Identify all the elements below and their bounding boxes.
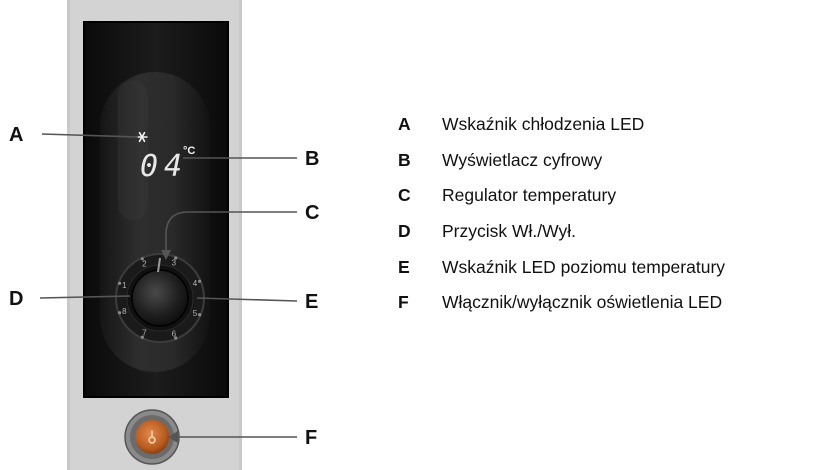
dial-mark-label: 8 <box>122 307 127 316</box>
dial-mark-label: 1 <box>122 281 127 290</box>
legend-description: Przycisk Wł./Wył. <box>442 221 576 242</box>
snowflake-icon <box>136 131 148 143</box>
power-icon <box>148 430 156 444</box>
dial-led-dot <box>174 336 178 340</box>
callout-letter-b: B <box>305 148 319 170</box>
legend-key: A <box>398 114 411 134</box>
legend-row: C Regulator temperatury <box>398 185 828 221</box>
callout-letter-f: F <box>305 427 317 449</box>
legend: A Wskaźnik chłodzenia LED B Wyświetlacz … <box>398 114 828 328</box>
legend-row: B Wyświetlacz cyfrowy <box>398 150 828 186</box>
dial-mark-label: 5 <box>193 309 198 318</box>
dial-mark-label: 3 <box>172 259 177 268</box>
leader-line-e <box>196 297 298 302</box>
dial-mark-label: 7 <box>142 329 147 338</box>
legend-row: D Przycisk Wł./Wył. <box>398 221 828 257</box>
legend-row: E Wskaźnik LED poziomu temperatury <box>398 257 828 293</box>
knob-pointer <box>157 257 161 273</box>
legend-row: A Wskaźnik chłodzenia LED <box>398 114 828 150</box>
dial-led-dot <box>140 335 144 339</box>
callout-letter-a: A <box>9 124 23 146</box>
legend-description: Włącznik/wyłącznik oświetlenia LED <box>442 292 723 313</box>
capsule-sheen <box>118 80 148 220</box>
legend-key: B <box>398 149 411 170</box>
legend-description: Regulator temperatury <box>442 185 617 206</box>
display-reading: 04 <box>140 149 188 184</box>
panel-face-border <box>83 21 229 398</box>
dial-marks: 1 2 3 4 5 6 7 8 <box>118 256 202 340</box>
leader-lines <box>39 133 298 438</box>
dial-led-dot <box>140 257 144 261</box>
dial-mark-label: 4 <box>193 279 198 288</box>
legend-key: D <box>398 221 411 242</box>
leader-line-c <box>165 211 297 252</box>
legend-description: Wyświetlacz cyfrowy <box>442 149 603 170</box>
legend-key: C <box>398 185 411 206</box>
callout-letter-d: D <box>9 288 23 310</box>
arrowhead-c <box>161 250 171 260</box>
leader-line-a <box>41 133 139 138</box>
legend-key: E <box>398 256 410 277</box>
dial-led-dot <box>198 313 202 317</box>
dial-led-dot <box>174 256 178 260</box>
callout-letter-e: E <box>305 291 318 313</box>
arrowhead-f <box>168 431 178 443</box>
callout-letter-c: C <box>305 202 319 224</box>
dial-led-dot <box>118 311 122 315</box>
legend-description: Wskaźnik LED poziomu temperatury <box>442 256 726 277</box>
leader-line-d <box>39 295 131 299</box>
on-off-knob[interactable] <box>131 269 189 327</box>
dial-mark-label: 6 <box>172 329 177 338</box>
dial-led-dot <box>198 279 202 283</box>
legend-key: F <box>398 292 409 313</box>
legend-description: Wskaźnik chłodzenia LED <box>442 114 645 134</box>
leader-arrowheads <box>161 250 178 443</box>
legend-row: F Włącznik/wyłącznik oświetlenia LED <box>398 292 828 328</box>
display-unit: °C <box>183 145 195 157</box>
dial-led-dot <box>118 281 122 285</box>
dial-mark-label: 2 <box>142 259 147 268</box>
